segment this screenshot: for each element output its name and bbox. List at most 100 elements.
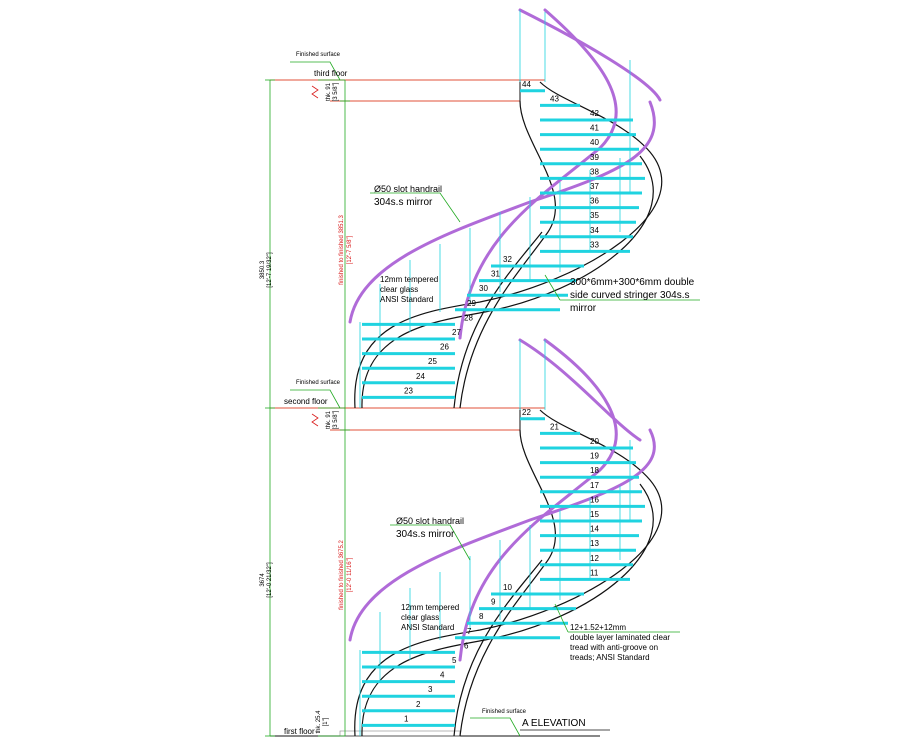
handrails (348, 8, 662, 662)
third-floor-label: third floor (314, 69, 348, 78)
upper-glass-note-1: 12mm tempered (380, 275, 438, 284)
step-number-42: 42 (590, 109, 599, 118)
upper-glass-note-3: ANSI Standard (380, 295, 433, 304)
step-number-1: 1 (404, 714, 409, 723)
step-number-26: 26 (440, 343, 449, 352)
step-number-7: 7 (467, 627, 472, 636)
step-number-34: 34 (590, 226, 599, 235)
step-labels: 1234567891011121314151617181920212223242… (404, 80, 599, 724)
step-number-30: 30 (479, 284, 488, 293)
step-number-22: 22 (522, 408, 531, 417)
step-number-28: 28 (464, 313, 473, 322)
tread-note-3: tread with anti-groove on (570, 643, 658, 652)
lower-inner-handrail (458, 338, 618, 662)
top-slab-thickness: thk. 91 (326, 82, 332, 101)
mid-slab-thickness: thk. 91 (326, 410, 332, 429)
upper-handrail-note-1: Ø50 slot handrail (374, 184, 442, 194)
step-number-16: 16 (590, 495, 599, 504)
lower-glass-note-3: ANSI Standard (401, 623, 454, 632)
step-number-8: 8 (479, 612, 484, 621)
step-number-17: 17 (590, 481, 599, 490)
bottom-slab-thickness-imperial: [1"] (323, 717, 329, 726)
step-number-21: 21 (550, 422, 559, 431)
note-leaders (370, 192, 700, 633)
elevation-title: A ELEVATION (522, 718, 586, 729)
step-number-2: 2 (416, 700, 421, 709)
upper-finished-dim: finished to finished 3851.3 (339, 214, 345, 284)
step-number-40: 40 (590, 138, 599, 147)
step-number-19: 19 (590, 452, 599, 461)
lower-glass-note-1: 12mm tempered (401, 603, 459, 612)
step-number-20: 20 (590, 437, 599, 446)
step-number-44: 44 (522, 80, 531, 89)
tread-note-2: double layer laminated clear (570, 633, 670, 642)
upper-top-handrail (518, 8, 662, 102)
step-number-15: 15 (590, 510, 599, 519)
upper-total-dim: 3850.3 (260, 260, 266, 279)
finished-surface-label-bottom: Finished surface (482, 709, 527, 715)
lower-glass-note-2: clear glass (401, 613, 439, 622)
step-number-12: 12 (590, 554, 599, 563)
lower-inner-stringer (459, 429, 556, 737)
step-number-38: 38 (590, 167, 599, 176)
step-number-13: 13 (590, 539, 599, 548)
lower-handrail-note-1: Ø50 slot handrail (396, 516, 464, 526)
top-slab-thickness-imperial: [3 5/8"] (333, 82, 339, 101)
finished-surface-label-top: Finished surface (296, 52, 341, 58)
step-number-6: 6 (464, 641, 469, 650)
upper-total-dim-imperial: [12'-7 19/32"] (267, 252, 273, 288)
step-number-41: 41 (590, 124, 599, 133)
stringer-note-1: 300*6mm+300*6mm double (570, 277, 695, 288)
lower-outer-stringer (354, 409, 663, 737)
step-number-37: 37 (590, 182, 599, 191)
lower-total-dim: 3674 (260, 573, 266, 587)
treads (362, 89, 645, 727)
upper-finished-dim-imperial: [12'-7 5/8"] (347, 235, 353, 264)
step-number-23: 23 (404, 386, 413, 395)
step-number-27: 27 (452, 328, 461, 337)
stringer-note-3: mirror (570, 303, 597, 314)
second-floor-label: second floor (284, 397, 328, 406)
step-number-31: 31 (491, 270, 500, 279)
step-number-29: 29 (467, 299, 476, 308)
step-number-33: 33 (590, 240, 599, 249)
step-number-11: 11 (590, 568, 599, 577)
dimension-lines (265, 61, 521, 737)
lower-finished-dim-imperial: [12'-0 11/16"] (347, 557, 353, 592)
step-number-9: 9 (491, 598, 496, 607)
step-number-14: 14 (590, 525, 599, 534)
lower-top-handrail (518, 338, 642, 442)
step-number-5: 5 (452, 656, 457, 665)
slab-break-marks (311, 85, 319, 427)
upper-inner-stringer (459, 100, 556, 409)
tread-note-4: treads; ANSI Standard (570, 653, 650, 662)
step-number-43: 43 (550, 94, 559, 103)
bottom-slab-thickness: thk. 25.4 (316, 710, 322, 734)
step-number-36: 36 (590, 197, 599, 206)
lower-finished-dim: finished to finished 3675.2 (339, 539, 345, 609)
lower-total-dim-imperial: [12'-0 21/32"] (267, 562, 273, 598)
upper-glass-note-2: clear glass (380, 285, 418, 294)
step-number-18: 18 (590, 466, 599, 475)
step-number-10: 10 (503, 583, 512, 592)
step-number-24: 24 (416, 372, 425, 381)
step-number-25: 25 (428, 357, 437, 366)
tread-note-1: 12+1.52+12mm (570, 623, 626, 632)
step-number-4: 4 (440, 671, 445, 680)
lower-outer-handrail (348, 428, 656, 642)
handrail-posts (359, 10, 631, 736)
lower-handrail-note-2: 304s.s mirror (396, 529, 455, 540)
step-number-35: 35 (590, 211, 599, 220)
step-number-3: 3 (428, 685, 433, 694)
step-number-32: 32 (503, 255, 512, 264)
stringer-note-2: side curved stringer 304s.s (570, 290, 690, 301)
mid-slab-thickness-imperial: [3 5/8"] (333, 410, 339, 429)
first-floor-label: first floor (284, 727, 315, 736)
upper-handrail-note-2: 304s.s mirror (374, 197, 433, 208)
step-number-39: 39 (590, 153, 599, 162)
upper-inner-handrail (458, 8, 618, 340)
first-floor-finish (339, 730, 461, 737)
upper-outer-stringer (354, 81, 663, 409)
finished-surface-label-mid: Finished surface (296, 380, 341, 386)
